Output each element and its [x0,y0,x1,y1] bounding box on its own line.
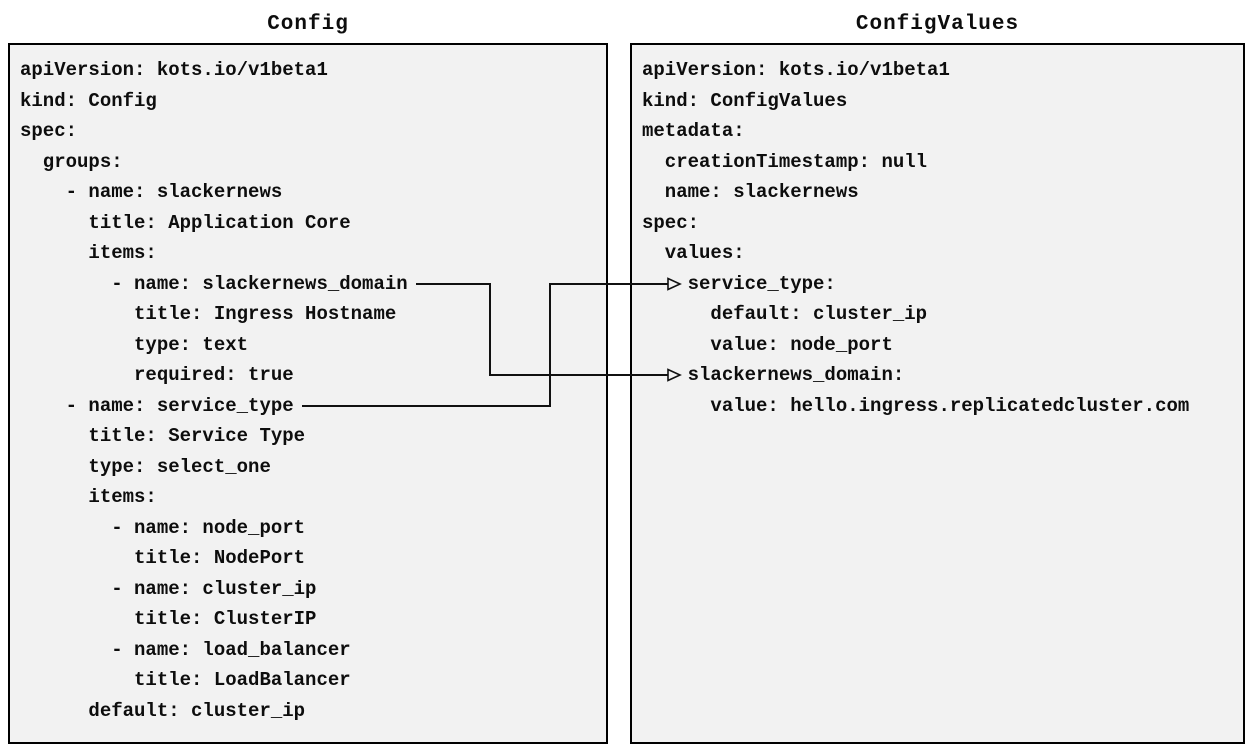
configvalues-panel-title: ConfigValues [855,13,1020,36]
config-yaml-code: apiVersion: kots.io/v1beta1 kind: Config… [20,59,408,722]
config-panel: apiVersion: kots.io/v1beta1 kind: Config… [8,43,608,744]
configvalues-panel: apiVersion: kots.io/v1beta1 kind: Config… [630,43,1245,744]
config-panel-title: Config [267,13,349,36]
configvalues-yaml-code: apiVersion: kots.io/v1beta1 kind: Config… [642,59,1190,417]
